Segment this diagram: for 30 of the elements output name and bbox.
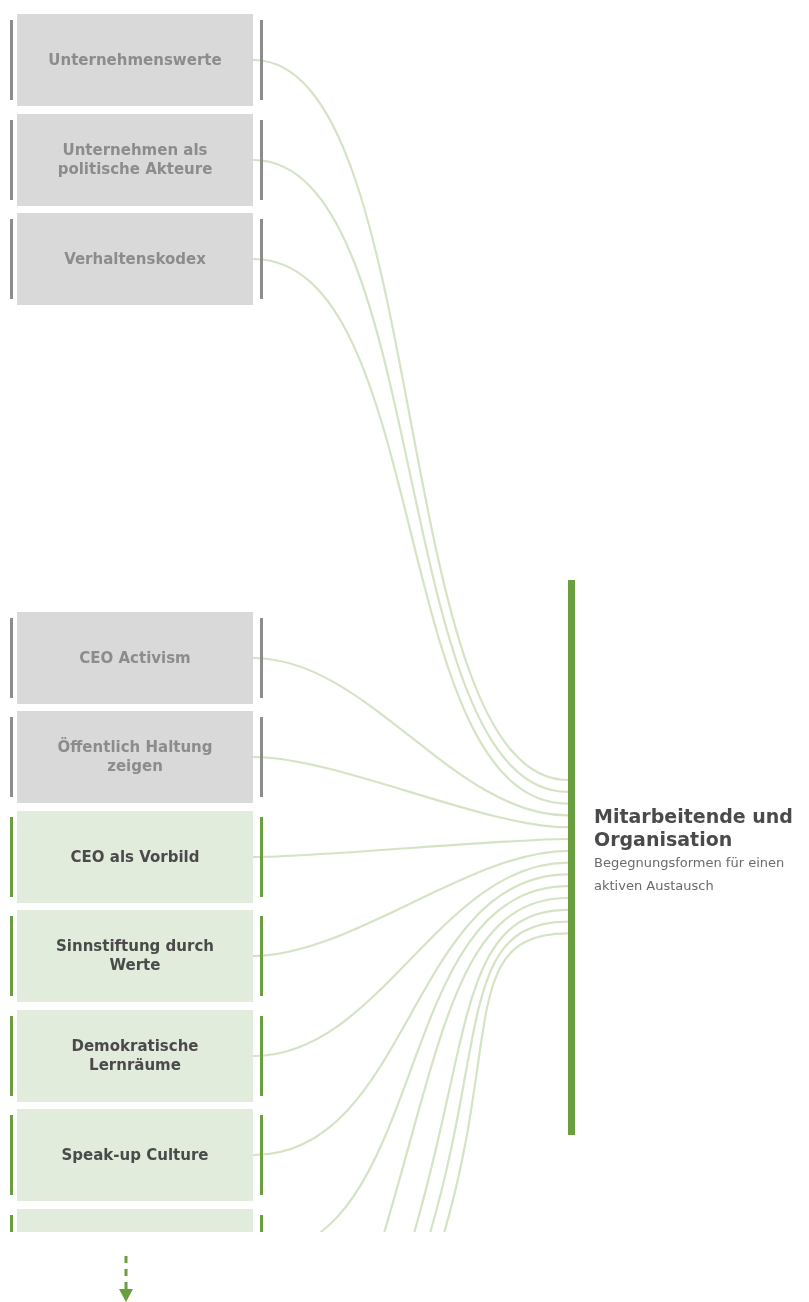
connector-line xyxy=(252,257,569,805)
box-label: Unternehmenswerte xyxy=(48,50,222,70)
topic-box xyxy=(17,1109,253,1201)
connector-line xyxy=(252,873,569,1157)
box-label: Öffentlich Haltung zeigen xyxy=(56,738,214,776)
topic-box xyxy=(17,1010,253,1102)
connector-line xyxy=(252,755,569,829)
box-label: Verhaltenskodex xyxy=(64,249,206,269)
topic-box xyxy=(17,213,253,305)
topic-box xyxy=(17,811,253,903)
connector-line xyxy=(252,861,569,1058)
topic-box xyxy=(17,910,253,1002)
heading: Mitarbeitende und Organisation xyxy=(594,805,794,851)
topic-box xyxy=(17,114,253,206)
box-label: CEO als Vorbild xyxy=(70,847,200,867)
box-label: Sinnstiftung durch Werte xyxy=(55,937,215,975)
connector-line xyxy=(252,58,569,782)
topic-box xyxy=(17,14,253,106)
box-label: CEO Activism xyxy=(79,648,191,668)
connector-line xyxy=(253,837,568,859)
connector-line xyxy=(252,656,569,817)
box-label: Speak-up Culture xyxy=(61,1145,209,1165)
subtitle: Begegnungsformen für einen aktiven Austausch xyxy=(594,854,786,895)
connector-line xyxy=(252,849,569,958)
connector-line xyxy=(380,896,569,1232)
box-label: Demokratische Lernräume xyxy=(70,1037,200,1075)
topic-box xyxy=(17,612,253,704)
topic-box xyxy=(17,711,253,803)
box-label: Unternehmen als politische Akteure xyxy=(56,141,214,179)
connector-line xyxy=(252,158,569,793)
